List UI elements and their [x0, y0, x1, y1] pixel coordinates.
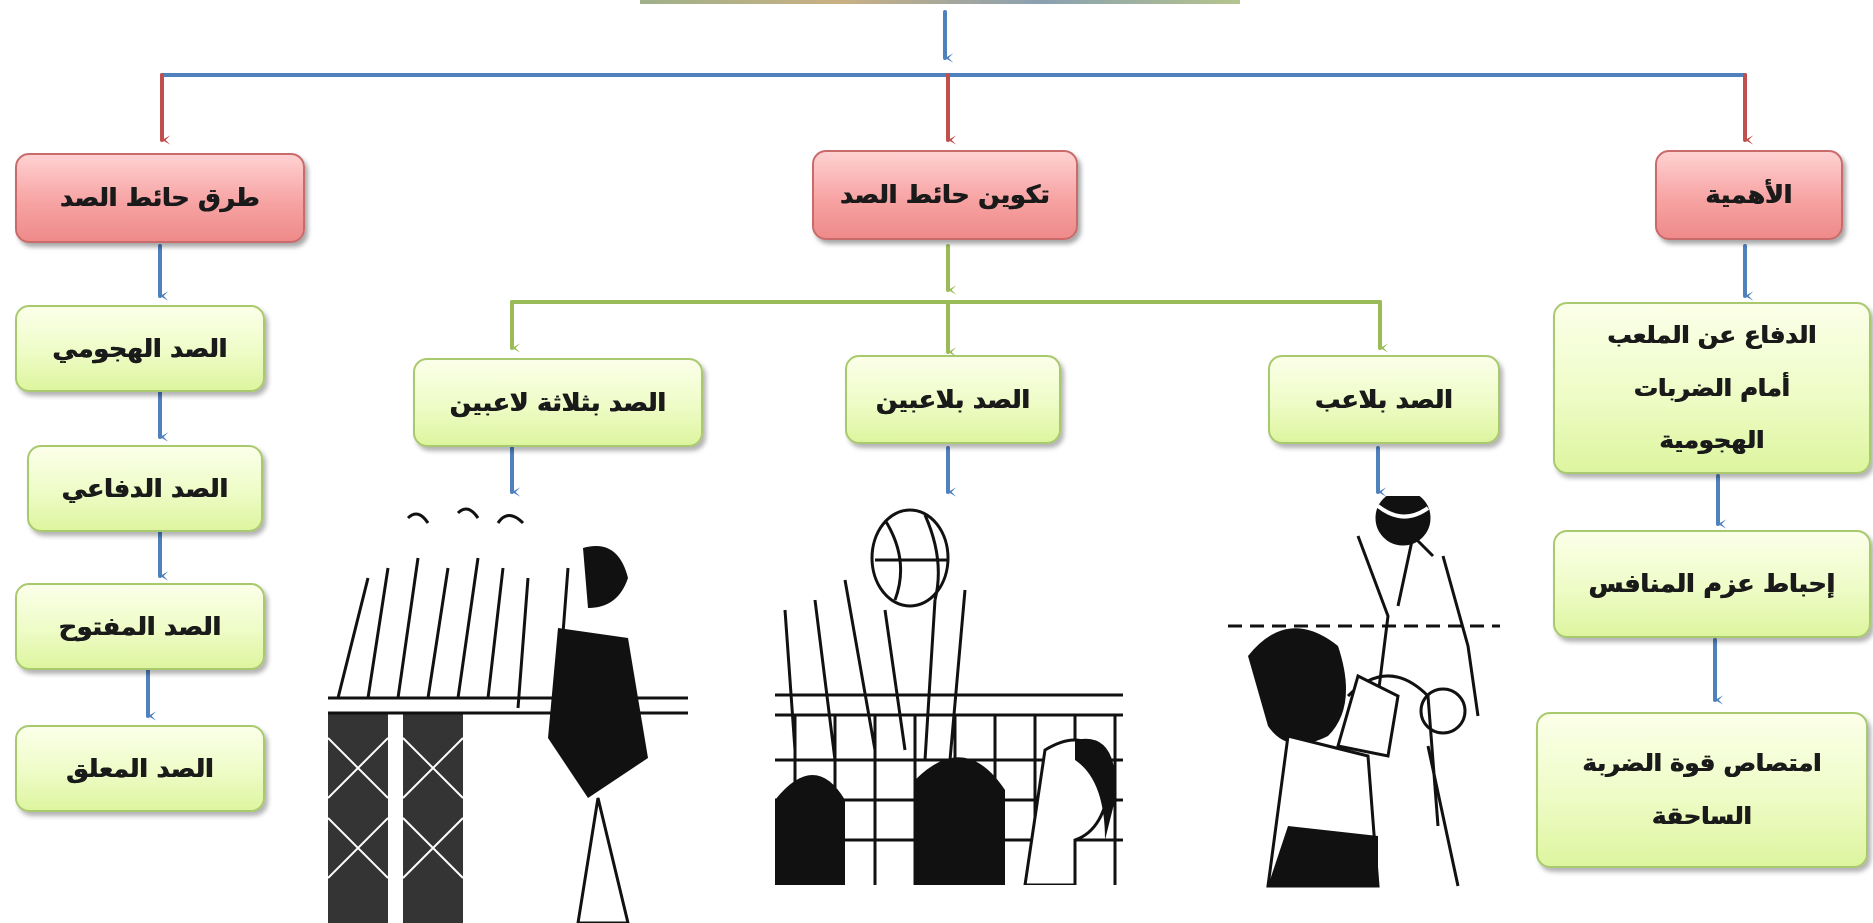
- method-item-defensive: الصد الدفاعي: [27, 445, 263, 532]
- formation-item-three-players: الصد بثلاثة لاعبين: [413, 358, 703, 447]
- two-player-block-illustration: [775, 500, 1123, 885]
- title-image-edge: [640, 0, 1240, 4]
- method-item-open: الصد المفتوح: [15, 583, 265, 670]
- formation-item-two-players: الصد بلاعبين: [845, 355, 1061, 444]
- one-player-block-illustration: [1228, 496, 1500, 896]
- importance-item-absorb: امتصاص قوة الضربة الساحقة: [1536, 712, 1868, 868]
- method-item-suspended: الصد المعلق: [15, 725, 265, 812]
- formation-item-one-player: الصد بلاعب: [1268, 355, 1500, 444]
- importance-item-frustrate: إحباط عزم المنافس: [1553, 530, 1871, 638]
- three-player-block-illustration: [328, 498, 688, 923]
- methods-box: طرق حائط الصد: [15, 153, 305, 243]
- method-item-offensive: الصد الهجومي: [15, 305, 265, 392]
- formation-box: تكوين حائط الصد: [812, 150, 1078, 240]
- importance-item-defense: الدفاع عن الملعب أمام الضربات الهجومية: [1553, 302, 1871, 474]
- importance-box: الأهمية: [1655, 150, 1843, 240]
